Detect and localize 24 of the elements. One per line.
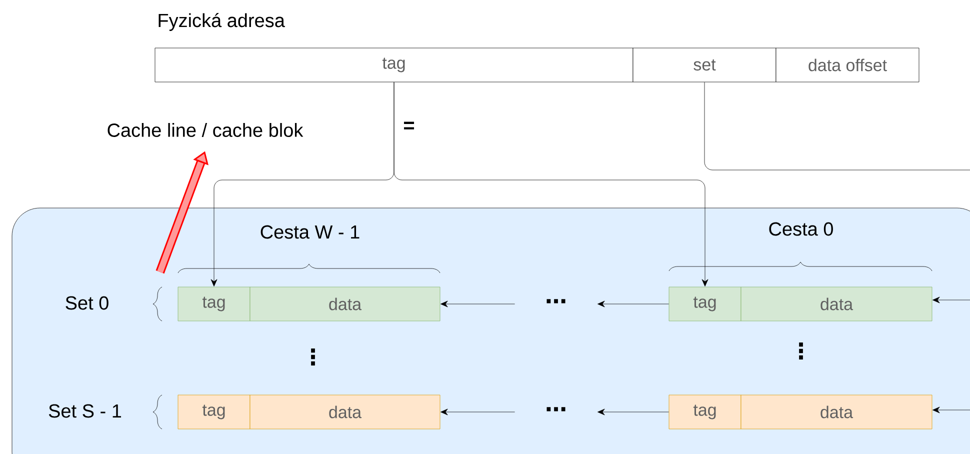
address-field: tag (178, 286, 250, 322)
vertical-ellipsis: ⋮ (311, 348, 315, 366)
vertical-ellipsis: ⋮ (799, 342, 803, 360)
label-text: Set S - 1 (48, 404, 122, 418)
address-field: data offset (776, 48, 920, 82)
address-field: tag (668, 394, 742, 430)
equals-sign: = (404, 122, 414, 130)
arrow (598, 300, 669, 308)
arrow (440, 300, 515, 308)
ellipsis: ⋯ (546, 299, 566, 304)
address-field: set (632, 48, 776, 82)
caption-text: Cache line / cache blok (108, 123, 304, 137)
label-text: Cesta 0 (769, 222, 833, 236)
arrow (932, 406, 970, 414)
heading: Fyzická adresa (158, 13, 285, 31)
arrow (932, 296, 970, 304)
arrow (394, 82, 708, 286)
address-field: tag (178, 394, 250, 430)
label-text: Cesta W - 1 (260, 225, 360, 239)
arrow (440, 408, 515, 416)
address-field: tag (668, 286, 742, 322)
label-text: Set 0 (66, 296, 108, 310)
ellipsis: ⋯ (546, 407, 566, 412)
arrow (598, 408, 669, 416)
